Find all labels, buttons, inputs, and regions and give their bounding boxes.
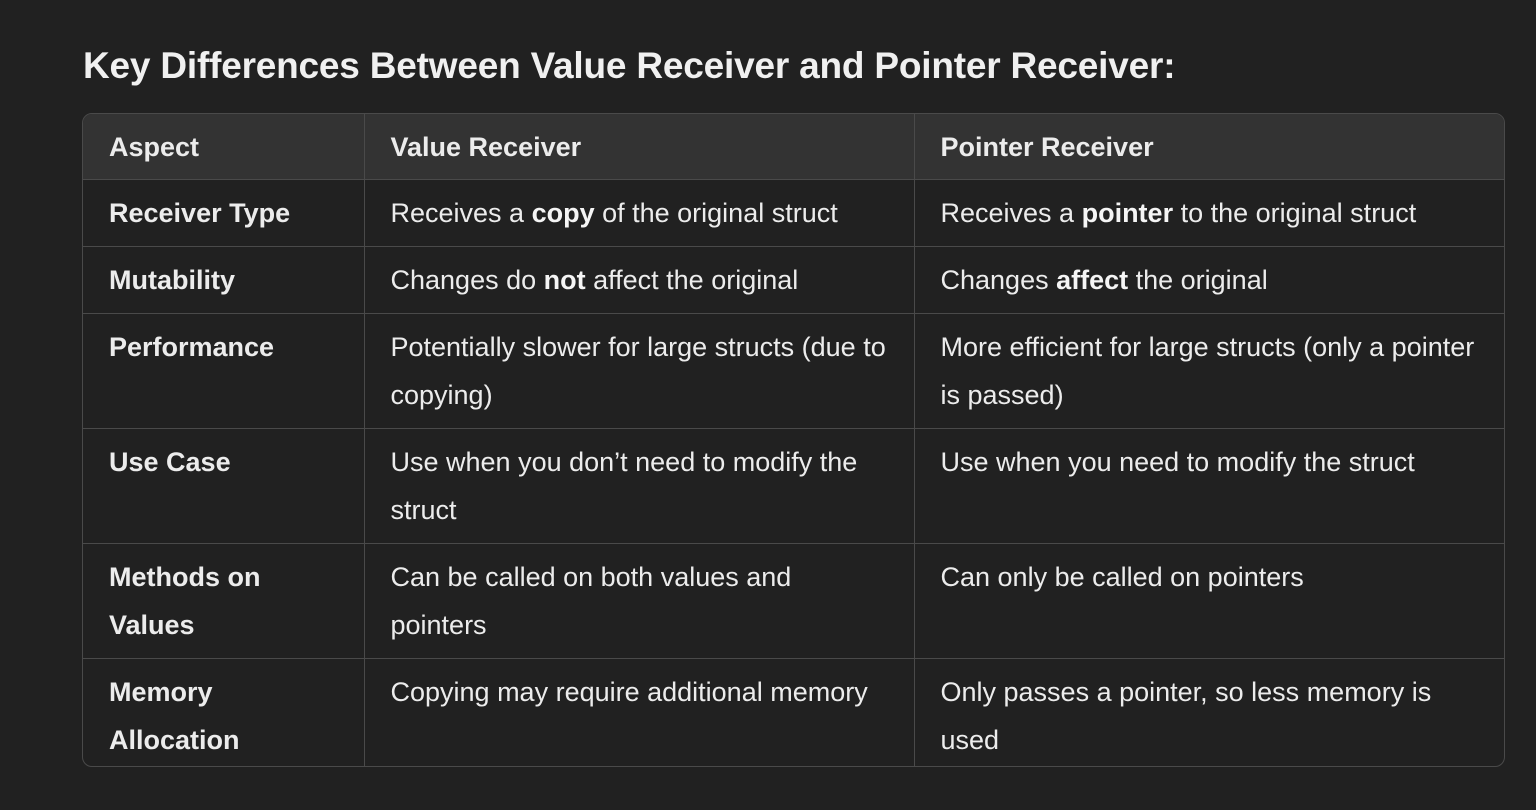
value-receiver-cell: Can be called on both values and pointer… (364, 543, 915, 659)
aspect-cell: Receiver Type (83, 179, 365, 247)
cell-text: the original (1128, 265, 1268, 295)
aspect-cell: Memory Allocation (83, 658, 365, 766)
aspect-cell: Mutability (83, 246, 365, 314)
pointer-receiver-cell: Changes affect the original (914, 246, 1504, 314)
cell-text: Receives a (940, 198, 1082, 228)
cell-text: affect the original (585, 265, 799, 295)
cell-bold-text: not (543, 265, 586, 295)
cell-text: of the original struct (594, 198, 838, 228)
cell-bold-text: pointer (1081, 198, 1174, 228)
table-row: Use Case Use when you don’t need to modi… (83, 428, 1504, 544)
pointer-receiver-cell: Use when you need to modify the struct (914, 428, 1504, 544)
value-receiver-cell: Changes do not affect the original (364, 246, 915, 314)
cell-text: Changes (940, 265, 1057, 295)
aspect-cell: Use Case (83, 428, 365, 544)
pointer-receiver-cell: Only passes a pointer, so less memory is… (940, 677, 1432, 755)
table-row: Receiver Type Receives a copy of the ori… (83, 179, 1504, 247)
cell-text: Receives a (390, 198, 532, 228)
table-row: Memory Allocation Copying may require ad… (83, 658, 1504, 766)
header-aspect: Aspect (83, 114, 365, 180)
cell-bold-text: copy (531, 198, 595, 228)
section-heading: Key Differences Between Value Receiver a… (83, 45, 1176, 86)
value-receiver-cell: Potentially slower for large structs (du… (364, 313, 915, 429)
table-row: Methods on Values Can be called on both … (83, 543, 1504, 659)
header-value-receiver: Value Receiver (364, 114, 915, 180)
pointer-receiver-cell: Can only be called on pointers (914, 543, 1504, 659)
comparison-table: Aspect Value Receiver Pointer Receiver R… (82, 113, 1505, 767)
pointer-receiver-cell: Receives a pointer to the original struc… (914, 179, 1504, 247)
value-receiver-cell: Use when you don’t need to modify the st… (364, 428, 915, 544)
pointer-receiver-cell: More efficient for large structs (only a… (914, 313, 1504, 429)
cell-text: Changes do (390, 265, 544, 295)
table-row: Performance Potentially slower for large… (83, 313, 1504, 429)
aspect-cell: Performance (83, 313, 365, 429)
table-row: Mutability Changes do not affect the ori… (83, 246, 1504, 314)
cell-bold-text: affect (1056, 265, 1129, 295)
header-pointer-receiver: Pointer Receiver (914, 114, 1504, 180)
table-header-row: Aspect Value Receiver Pointer Receiver (83, 114, 1504, 180)
aspect-cell: Methods on Values (83, 543, 365, 659)
value-receiver-cell: Copying may require additional memory (364, 658, 915, 766)
value-receiver-cell: Receives a copy of the original struct (364, 179, 915, 247)
cell-text: to the original struct (1173, 198, 1417, 228)
